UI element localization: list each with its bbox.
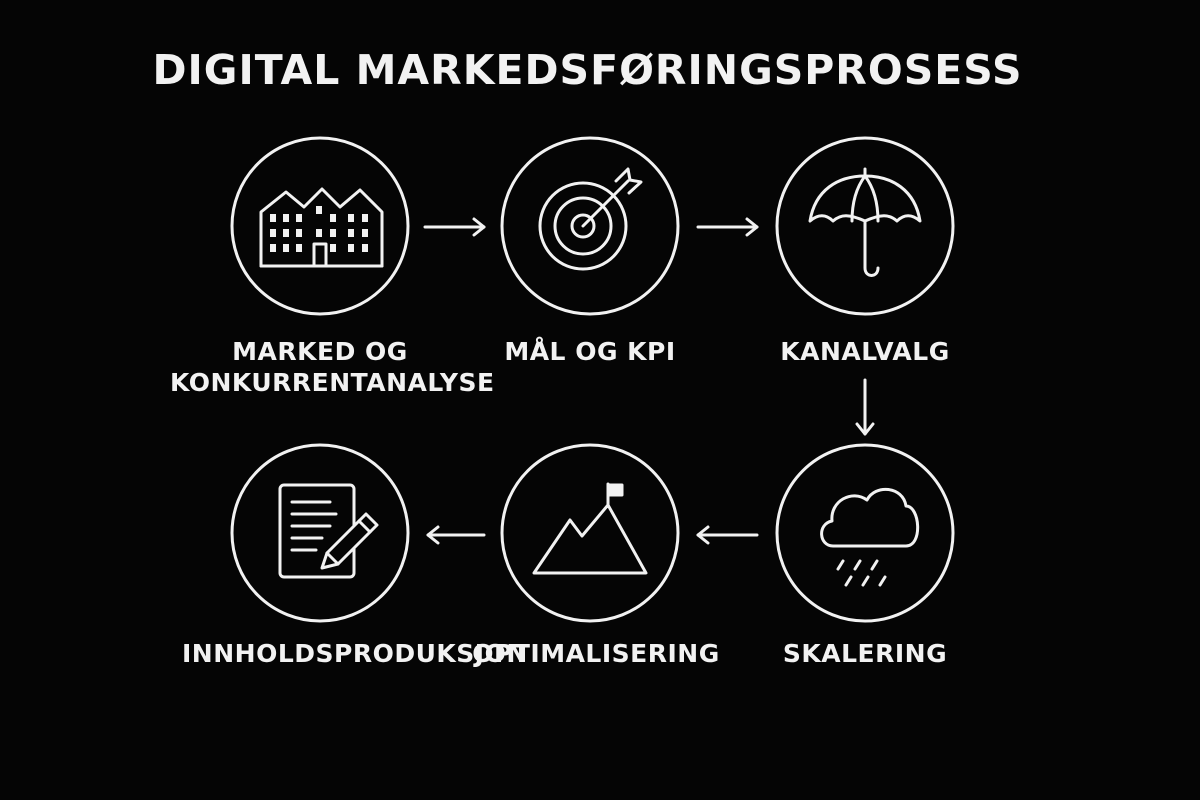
step-content-production: [230, 443, 410, 623]
arrow-right-2: [696, 217, 759, 237]
mountain-flag-icon: [532, 482, 648, 575]
step-circle: [775, 136, 955, 316]
umbrella-icon: [808, 167, 922, 277]
arrow-left-1: [696, 525, 759, 545]
step-label-market-analysis: MARKED OG KONKURRENTANALYSE: [170, 336, 495, 398]
step-label-line: INNHOLDSPRODUKSJON: [182, 639, 528, 668]
step-label-line: MÅL OG KPI: [504, 337, 676, 366]
diagram-title: DIGITAL MARKEDSFØRINGSPROSESS: [152, 46, 1023, 94]
step-market-analysis: [230, 136, 410, 316]
step-label-goals-kpi: MÅL OG KPI: [440, 336, 740, 367]
step-label-channel-selection: KANALVALG: [715, 336, 1015, 367]
step-scaling: [775, 443, 955, 623]
arrow-left-2: [426, 525, 486, 545]
step-label-scaling: SKALERING: [715, 638, 1015, 669]
step-label-optimization: OPTIMALISERING: [446, 638, 746, 669]
step-label-line: MARKED OG: [232, 337, 408, 366]
step-label-line: OPTIMALISERING: [472, 639, 720, 668]
arrow-right-1: [423, 217, 486, 237]
target-arrow-icon: [538, 167, 643, 271]
step-channel-selection: [775, 136, 955, 316]
arrow-down: [855, 378, 875, 436]
step-circle: [775, 443, 955, 623]
step-label-line: SKALERING: [782, 639, 948, 668]
step-optimization: [500, 443, 680, 623]
step-goals-kpi: [500, 136, 680, 316]
buildings-icon: [259, 187, 384, 268]
step-label-line: KONKURRENTANALYSE: [170, 368, 495, 397]
rain-cloud-icon: [820, 487, 920, 587]
step-circle: [500, 136, 680, 316]
step-label-line: KANALVALG: [780, 337, 950, 366]
step-label-content-production: INNHOLDSPRODUKSJON: [182, 638, 528, 669]
step-circle: [500, 443, 680, 623]
step-circle: [230, 443, 410, 623]
step-circle: [230, 136, 410, 316]
document-pencil-icon: [278, 483, 379, 579]
